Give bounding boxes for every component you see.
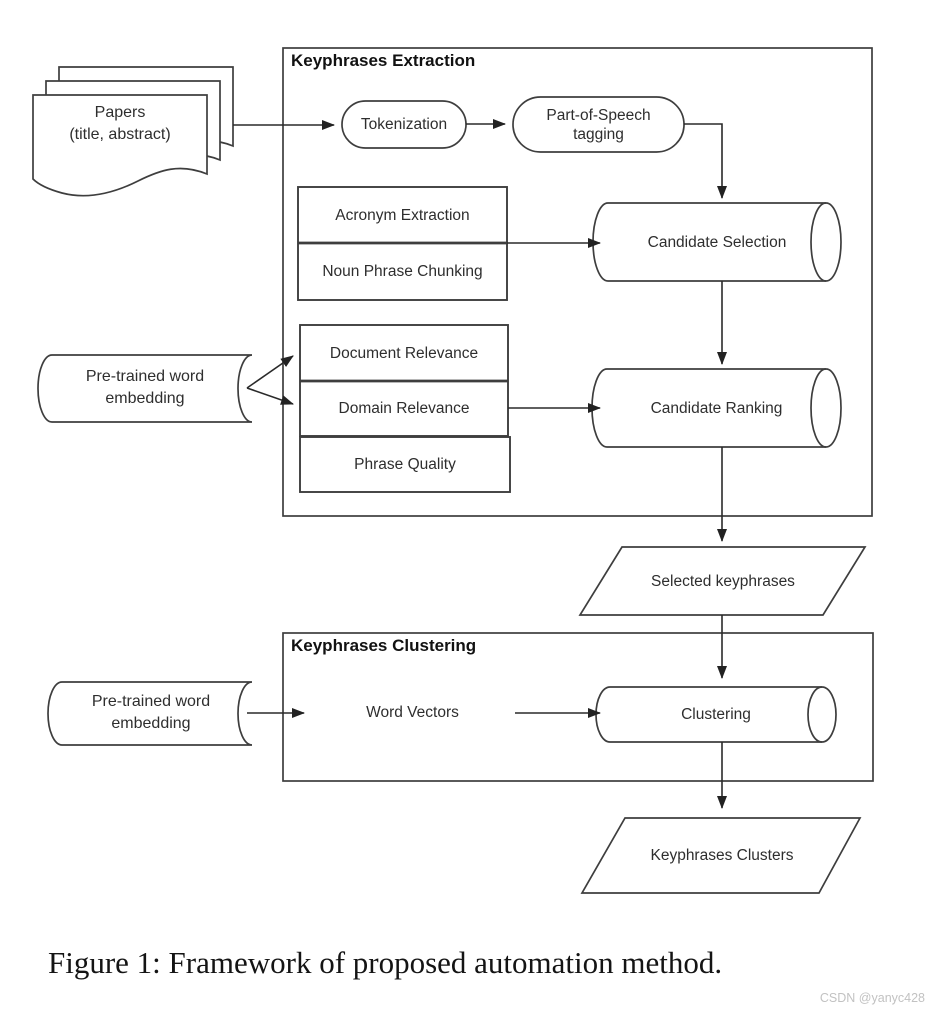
document-relevance-label: Document Relevance (329, 345, 479, 362)
pretrained-embedding-top-shape (37, 354, 253, 423)
pretrained-embedding-bottom-shape (47, 681, 253, 746)
pretrained-embedding-bottom-label: Pre-trained word embedding (52, 691, 250, 735)
candidate-ranking-label: Candidate Ranking (650, 400, 783, 417)
pretrained-embedding-top-line1: Pre-trained word (85, 368, 205, 385)
pos-tagging-label: Part-of-Speech tagging (513, 106, 684, 144)
pretrained-embedding-top-label: Pre-trained word embedding (45, 366, 245, 410)
arrow-embedding-to-document-relevance (246, 355, 294, 389)
clustering-section-box (282, 632, 874, 782)
pos-tagging-label-line2: tagging (573, 126, 624, 143)
selected-keyphrases-label: Selected keyphrases (651, 573, 795, 590)
candidate-selection-label: Candidate Selection (647, 234, 787, 251)
keyphrases-clusters-parallelogram (580, 817, 862, 894)
papers-label: Papers (title, abstract) (30, 102, 210, 146)
extraction-section-box (282, 47, 873, 517)
papers-sheet-front (32, 94, 208, 197)
selected-keyphrases-parallelogram (578, 546, 867, 616)
clustering-section-title: Keyphrases Clustering (291, 636, 477, 655)
pos-tagging-label-line1: Part-of-Speech (546, 107, 651, 124)
watermark-text: CSDN @yanyc428 (819, 991, 925, 1005)
domain-relevance-label: Domain Relevance (338, 400, 470, 417)
papers-document-stack-icon (32, 66, 234, 197)
phrase-quality-label: Phrase Quality (354, 456, 456, 473)
extraction-section-title: Keyphrases Extraction (291, 51, 476, 70)
clustering-cylinder (595, 686, 837, 743)
arrow-pos-to-candidate-selection (684, 123, 727, 199)
pretrained-embedding-bottom-line1: Pre-trained word (91, 693, 211, 710)
clustering-label: Clustering (681, 706, 751, 723)
tokenization-label: Tokenization (360, 116, 448, 133)
pretrained-embedding-bottom-line2: embedding (111, 715, 191, 732)
word-vectors-label: Word Vectors (366, 704, 459, 721)
noun-phrase-chunking-label: Noun Phrase Chunking (322, 263, 483, 280)
acronym-extraction-label: Acronym Extraction (335, 207, 470, 224)
arrow-embedding-to-domain-relevance (246, 387, 294, 405)
papers-label-line2: (title, abstract) (69, 126, 171, 143)
candidate-selection-cylinder (592, 202, 842, 282)
figure-caption: Figure 1: Framework of proposed automati… (48, 945, 723, 980)
candidate-ranking-cylinder (591, 368, 842, 448)
keyphrases-clusters-label: Keyphrases Clusters (650, 847, 794, 864)
phrase-quality-box (299, 436, 511, 493)
pretrained-embedding-top-line2: embedding (105, 390, 185, 407)
papers-label-line1: Papers (94, 104, 146, 121)
